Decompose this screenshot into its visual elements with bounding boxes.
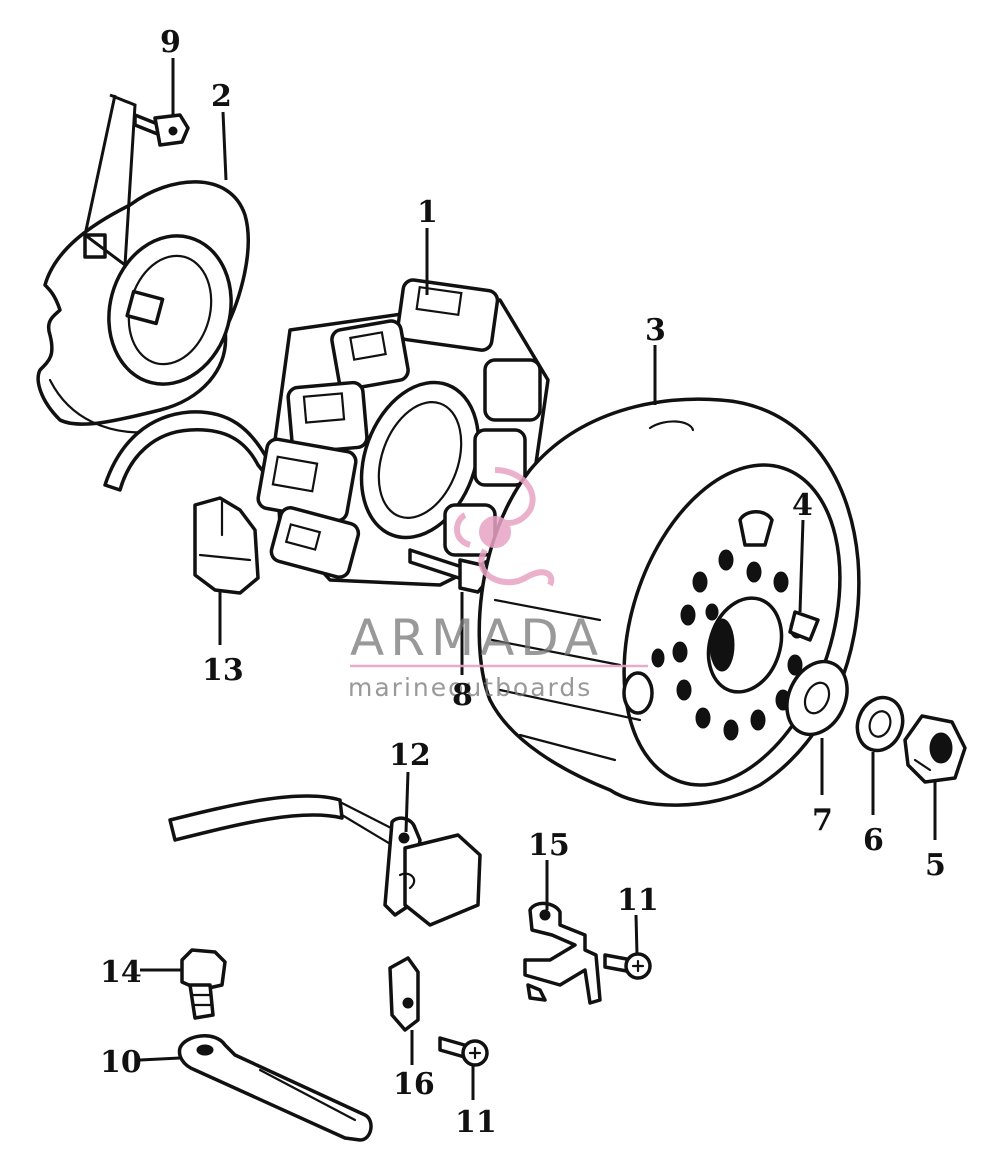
- label-part-6: 6: [863, 823, 884, 858]
- stator-part: [103, 278, 550, 587]
- label-part-8: 8: [452, 678, 473, 713]
- base-plate-part: [36, 180, 250, 434]
- label-part-9: 9: [160, 25, 181, 60]
- label-part-11-upper: 11: [617, 883, 659, 918]
- sensor-part: [168, 794, 482, 927]
- watermark-logo-icon: [454, 467, 555, 587]
- key-part: [788, 610, 820, 642]
- watermark-brand: ARMADA: [350, 609, 604, 667]
- label-part-12: 12: [389, 738, 431, 773]
- strap-part: [177, 1034, 373, 1142]
- leader-lines: [139, 58, 937, 1100]
- label-part-2: 2: [211, 79, 232, 114]
- screw-11b-part: [438, 1036, 489, 1067]
- watermark: ARMADA marineoutboards: [348, 467, 648, 702]
- flywheel-part: [477, 397, 861, 807]
- label-part-11-lower: 11: [455, 1105, 497, 1140]
- clip-16-part: [388, 956, 420, 1032]
- label-part-7: 7: [812, 803, 833, 838]
- label-part-1: 1: [417, 195, 438, 230]
- label-part-5: 5: [925, 848, 946, 883]
- label-part-14: 14: [100, 955, 142, 990]
- label-part-3: 3: [645, 313, 666, 348]
- leader-9-bracket: [83, 93, 137, 268]
- washer-6-part: [855, 695, 905, 753]
- label-part-10: 10: [100, 1045, 142, 1080]
- label-part-13: 13: [202, 653, 244, 688]
- label-part-15: 15: [528, 828, 570, 863]
- label-part-4: 4: [792, 488, 813, 523]
- nut-part: [903, 714, 967, 784]
- bracket-15-part: [523, 901, 602, 1005]
- screw-11a-part: [603, 952, 652, 980]
- label-part-16: 16: [393, 1067, 435, 1102]
- bolt-14-part: [180, 948, 227, 1020]
- watermark-tagline: marineoutboards: [348, 673, 592, 702]
- screw-9-part: [133, 113, 190, 147]
- grommet-part: [193, 496, 260, 595]
- washer-7-part: [785, 659, 849, 737]
